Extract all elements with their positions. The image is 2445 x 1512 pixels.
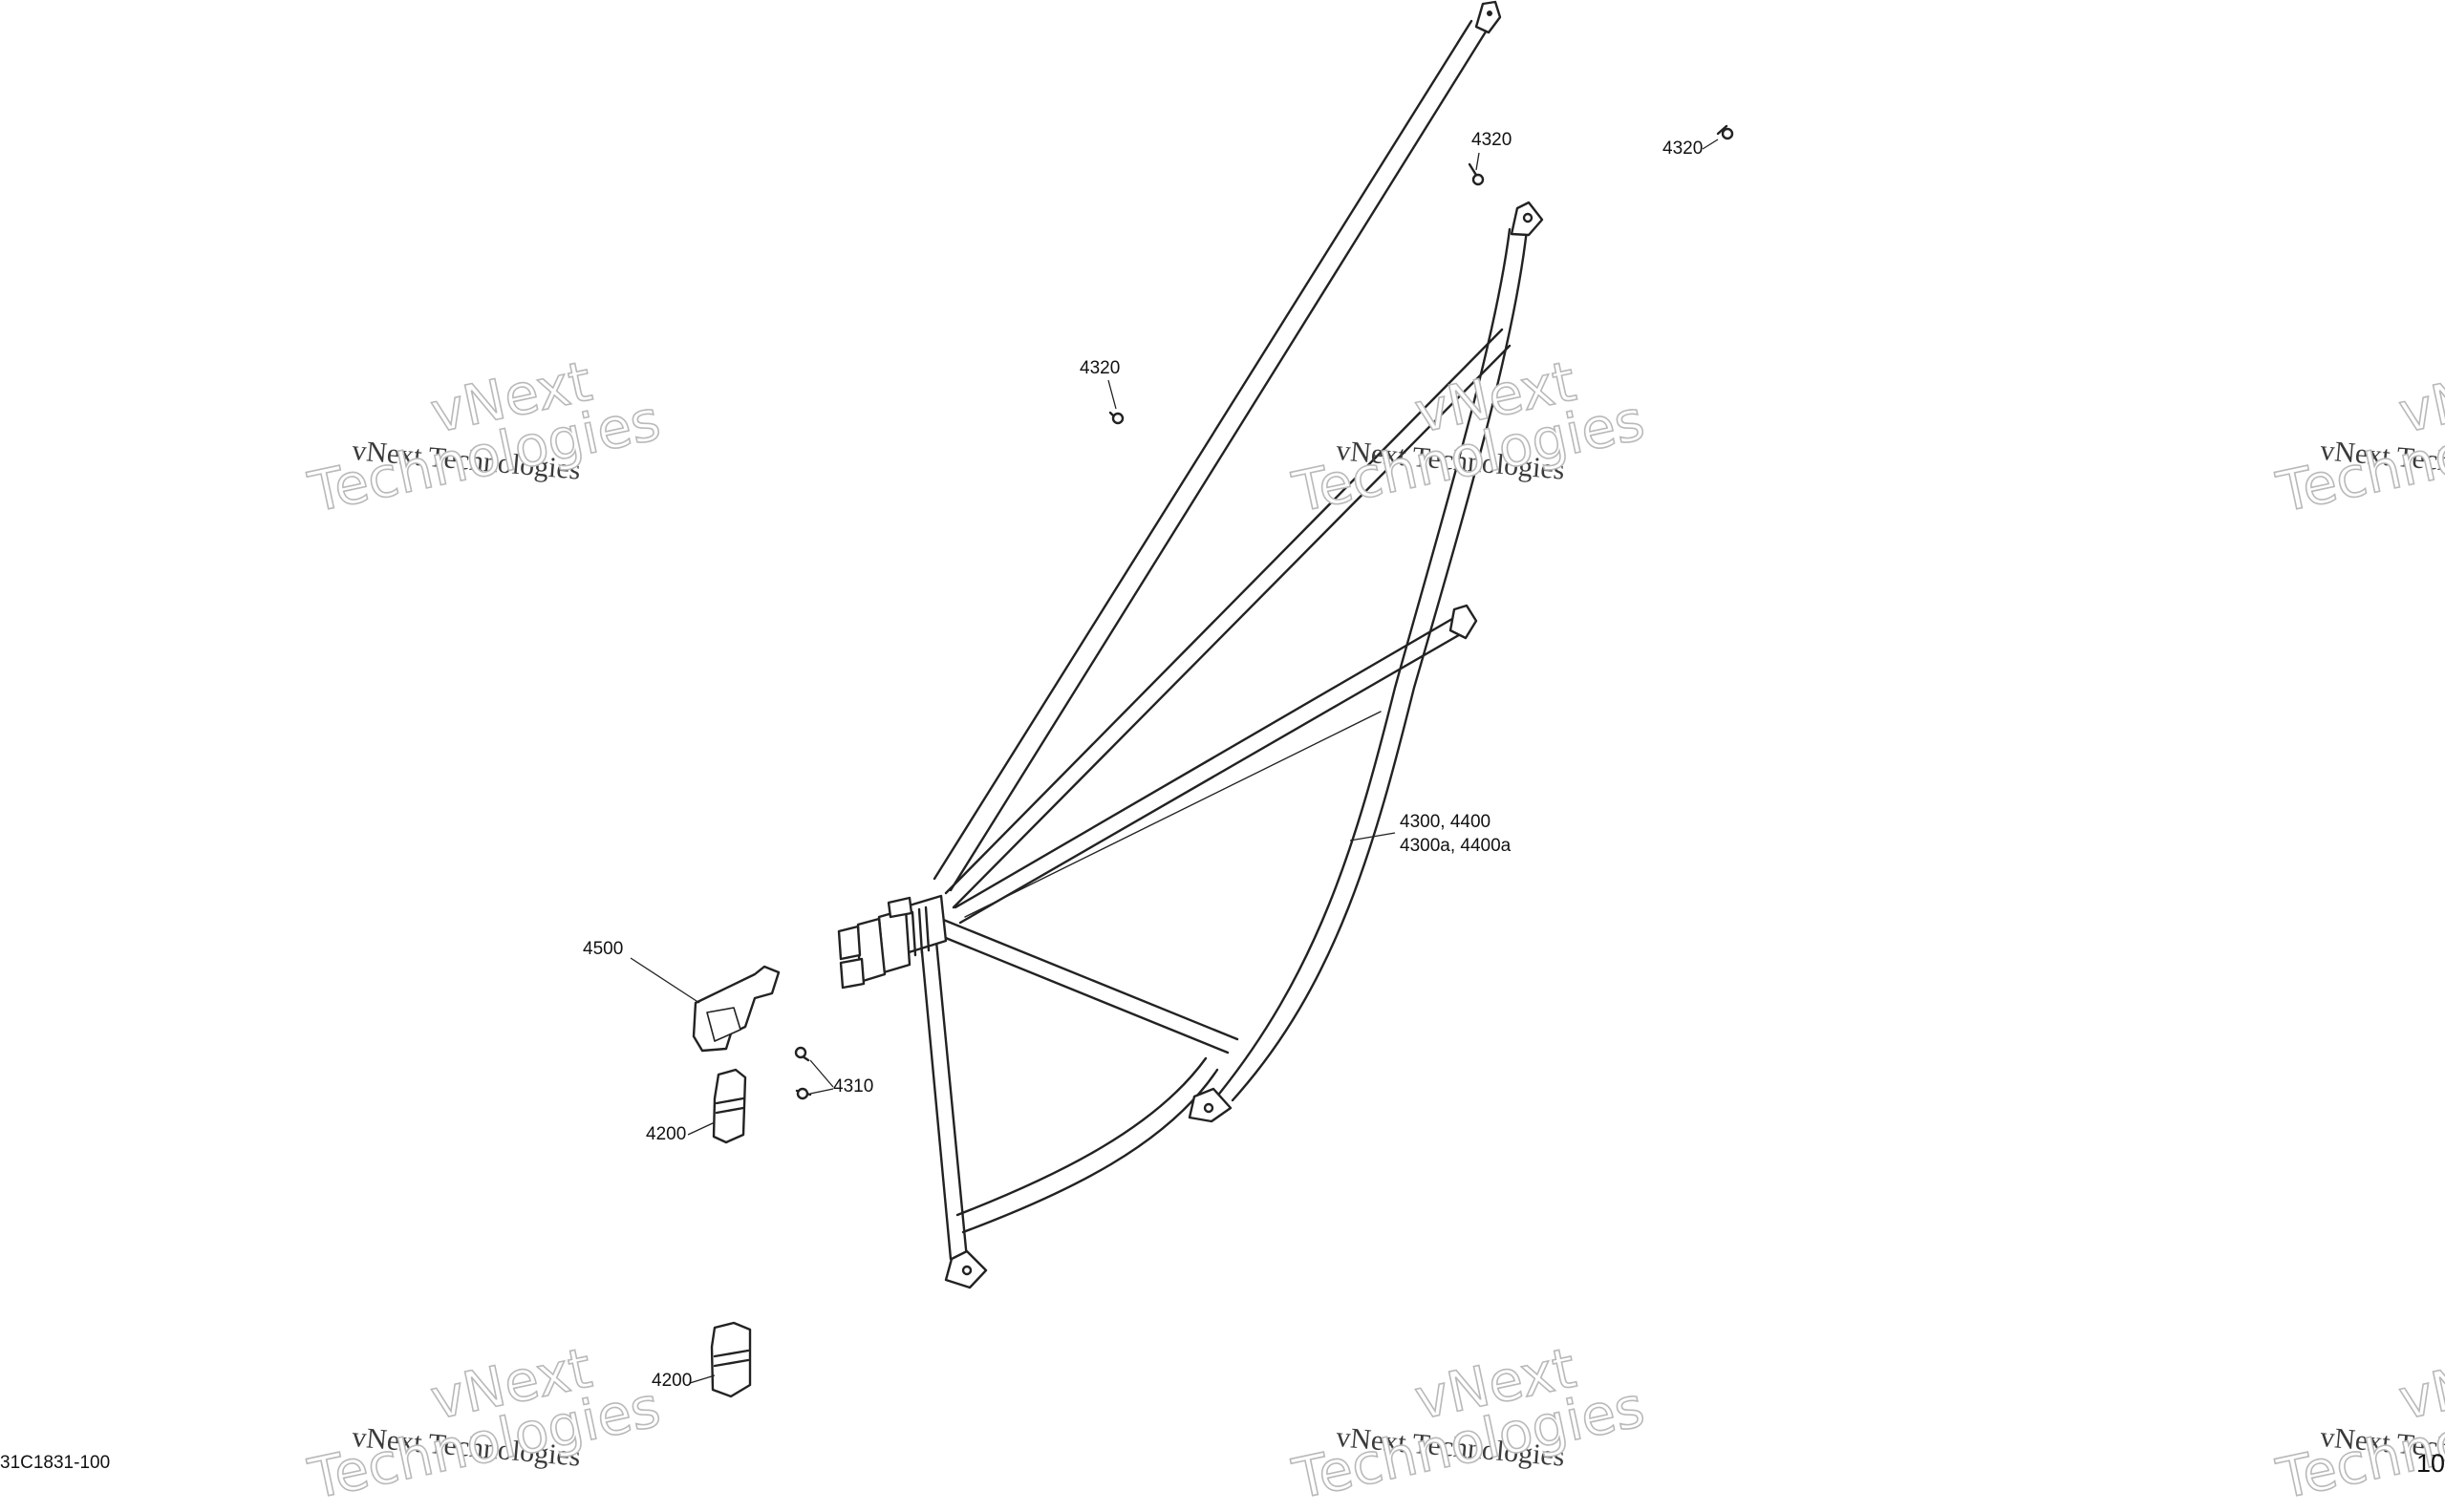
- callout-4300a-4400a: 4300a, 4400a: [1400, 836, 1512, 856]
- callout-4310: 4310: [833, 1076, 874, 1097]
- callout-4300-4400: 4300, 4400: [1400, 812, 1491, 832]
- net-thin-line: [964, 711, 1382, 918]
- lower-cross-strap: [934, 917, 1239, 1054]
- part-4200-lower: [710, 1321, 752, 1398]
- callout-4200-upper: 4200: [646, 1124, 687, 1144]
- harness-net-diagram: [630, 0, 1734, 1398]
- right-side-rail: [1210, 227, 1529, 1105]
- screw-4310-lower: [795, 1087, 812, 1100]
- screw-4320-top: [1468, 162, 1485, 186]
- screw-4320-right: [1716, 124, 1734, 140]
- anchor-side: [1448, 604, 1478, 640]
- page-number: 10: [2415, 1448, 2445, 1478]
- callout-4200-lower: 4200: [652, 1371, 693, 1391]
- callout-4320-left: 4320: [1080, 358, 1121, 378]
- part-4500: [692, 965, 781, 1053]
- callout-4320-right: 4320: [1662, 138, 1704, 159]
- buckle-assembly: [837, 894, 948, 990]
- callout-4320-top: 4320: [1471, 130, 1512, 150]
- document-id: 31C1831-100: [0, 1453, 111, 1474]
- leader-lines: [630, 138, 1719, 1384]
- upper-right-strap: [944, 328, 1512, 909]
- left-vertical-strap: [917, 920, 969, 1261]
- callout-4500: 4500: [583, 939, 624, 959]
- screw-4320-left: [1108, 411, 1125, 425]
- part-4200-upper: [712, 1068, 747, 1144]
- anchor-top: [1474, 0, 1502, 34]
- middle-strap: [954, 614, 1466, 925]
- screw-4310-upper: [794, 1046, 810, 1062]
- long-upper-strap: [933, 19, 1490, 892]
- bottom-curved-strap: [955, 1056, 1219, 1234]
